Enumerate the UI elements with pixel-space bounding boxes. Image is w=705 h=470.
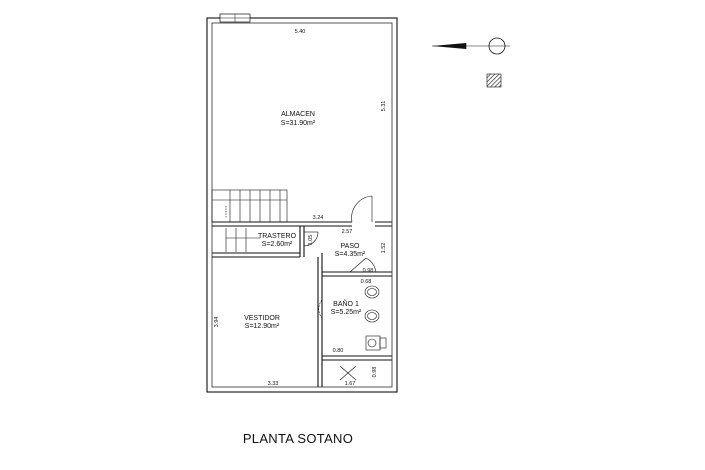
- dimension-labels: 5.40 5.31 3.24 2.57 1.05 1.52 0.98 0.68 …: [214, 29, 387, 387]
- dim-vestidor-height: 3.94: [214, 317, 220, 328]
- plan-title: PLANTA SOTANO: [243, 431, 353, 446]
- dim-bottom-small-width: 1.67: [345, 381, 356, 387]
- bathroom-fixtures: [339, 285, 387, 381]
- room-area-vestidor: S=12.90m²: [245, 323, 280, 330]
- room-area-almacen: S=31.90m²: [281, 120, 316, 127]
- hatched-section-icon: [486, 73, 502, 88]
- staircase: [211, 189, 288, 252]
- room-area-bano: S=5.25m²: [331, 309, 362, 316]
- room-name-vestidor: VESTIDOR: [244, 315, 280, 322]
- walls: [206, 13, 398, 393]
- dim-bano-top: 0.98: [363, 268, 374, 274]
- doors: [303, 195, 377, 319]
- dim-bano-upper: 0.68: [361, 279, 372, 285]
- dim-bano-lower: 0.80: [333, 348, 344, 354]
- dim-paso-height: 1.52: [381, 243, 387, 254]
- room-area-trastero: S=2.60m²: [262, 241, 293, 248]
- dim-almacen-partition: 3.24: [313, 215, 324, 221]
- room-name-almacen: ALMACEN: [281, 111, 315, 118]
- north-arrow-icon: [432, 37, 510, 55]
- room-name-bano: BAÑO 1: [333, 299, 359, 308]
- room-area-paso: S=4.35m²: [335, 251, 366, 258]
- washbasin-2: [364, 309, 380, 323]
- room-name-trastero: TRASTERO: [258, 233, 297, 240]
- room-labels: ALMACEN S=31.90m² TRASTERO S=2.60m² PASO…: [244, 111, 366, 330]
- dim-top-width: 5.40: [295, 29, 306, 35]
- room-name-paso: PASO: [341, 243, 360, 250]
- dim-door-width: 2.57: [342, 229, 353, 235]
- dim-bottom-small-height: 0.98: [372, 367, 378, 378]
- dim-vestidor-width: 3.33: [268, 381, 279, 387]
- dim-trastero-height: 1.05: [308, 235, 314, 246]
- dim-right-height: 5.31: [381, 101, 387, 112]
- washbasin-1: [364, 285, 380, 299]
